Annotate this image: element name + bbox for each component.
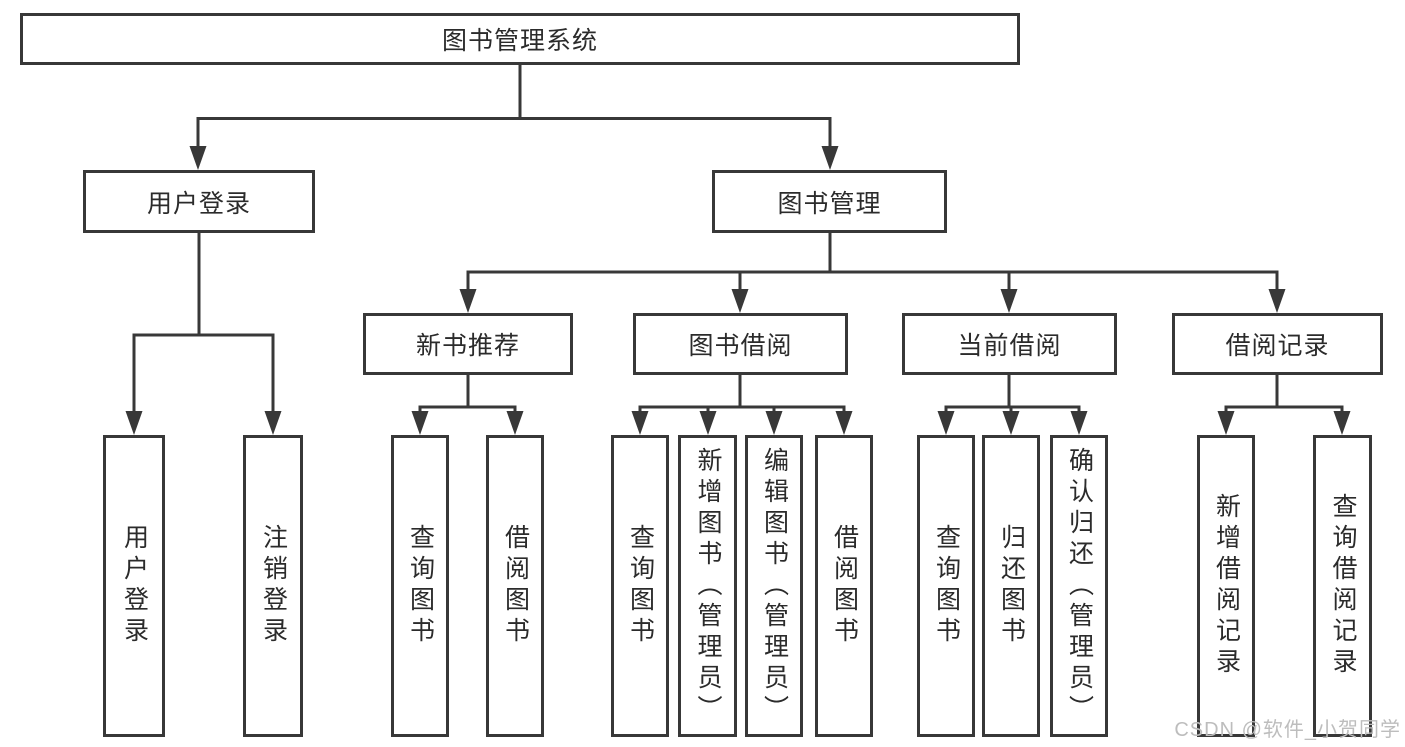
leaf-borrowing-query-books: 查询图书 [611,435,669,737]
leaf-borrowing-borrow-books-label: 借阅图书 [830,524,859,648]
leaf-current-confirm-return-admin-label: 确认归还（管理员） [1065,446,1094,726]
leaf-user-login: 用户登录 [103,435,165,737]
arrowhead-icons [125,146,1351,435]
leaf-current-return-books-label: 归还图书 [997,524,1026,648]
leaf-borrowing-add-books-admin: 新增图书（管理员） [678,435,737,737]
leaf-current-return-books: 归还图书 [982,435,1040,737]
node-user-login: 用户登录 [83,170,315,233]
node-borrowing-records: 借阅记录 [1172,313,1383,375]
leaf-borrowing-edit-books-admin-label: 编辑图书（管理员） [760,446,789,726]
leaf-current-confirm-return-admin: 确认归还（管理员） [1050,435,1108,737]
node-new-book-recommendation: 新书推荐 [363,313,573,375]
leaf-recommend-borrow-books: 借阅图书 [486,435,544,737]
node-current-borrowing-label: 当前借阅 [957,332,1062,360]
leaf-recommend-borrow-books-label: 借阅图书 [501,524,530,648]
leaf-user-login-label: 用户登录 [120,524,149,648]
leaf-records-query-record: 查询借阅记录 [1313,435,1372,737]
leaf-borrowing-edit-books-admin: 编辑图书（管理员） [745,435,803,737]
leaf-records-add-record: 新增借阅记录 [1197,435,1255,737]
node-book-borrowing: 图书借阅 [633,313,848,375]
leaf-records-add-record-label: 新增借阅记录 [1212,493,1241,679]
leaf-borrowing-borrow-books: 借阅图书 [815,435,873,737]
leaf-logout-login-label: 注销登录 [259,524,288,648]
leaf-borrowing-add-books-admin-label: 新增图书（管理员） [694,446,722,726]
csdn-watermark: CSDN @软件_小贺同学 [1174,719,1401,741]
node-book-management: 图书管理 [712,170,947,233]
node-current-borrowing: 当前借阅 [902,313,1117,375]
leaf-current-query-books-label: 查询图书 [932,524,961,648]
node-library-system: 图书管理系统 [20,13,1020,65]
leaf-logout-login: 注销登录 [243,435,303,737]
node-book-borrowing-label: 图书借阅 [688,332,793,360]
leaf-current-query-books: 查询图书 [917,435,975,737]
node-user-login-label: 用户登录 [146,189,251,218]
leaf-recommend-query-books-label: 查询图书 [406,524,435,648]
node-new-book-recommendation-label: 新书推荐 [415,332,520,360]
leaf-recommend-query-books: 查询图书 [391,435,449,737]
leaf-borrowing-query-books-label: 查询图书 [626,524,655,648]
node-borrowing-records-label: 借阅记录 [1225,332,1330,360]
node-book-management-label: 图书管理 [777,189,882,218]
node-library-system-label: 图书管理系统 [441,27,598,55]
leaf-records-query-record-label: 查询借阅记录 [1329,493,1357,679]
